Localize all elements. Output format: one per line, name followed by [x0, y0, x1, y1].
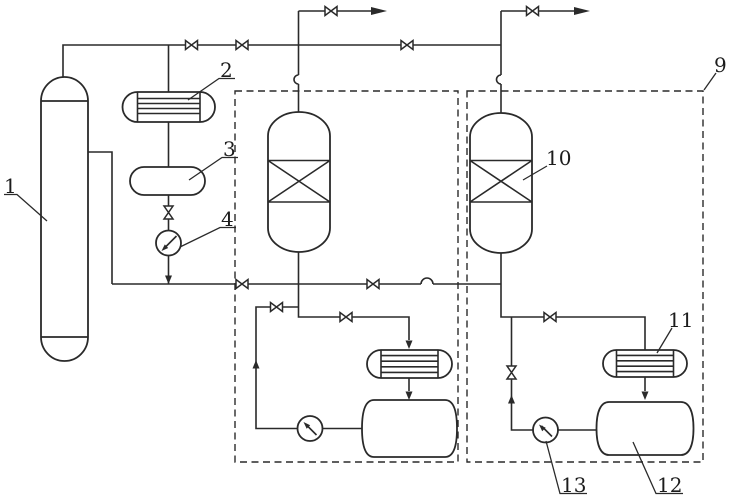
heat-exchanger-left	[366, 349, 453, 379]
callout-11-label: 11	[668, 308, 693, 332]
callout-2-label: 2	[220, 58, 233, 82]
pump-4	[155, 229, 182, 257]
callout-1-label: 1	[4, 174, 17, 198]
callout-4-label: 4	[221, 207, 234, 231]
reactor-left	[267, 111, 331, 253]
piping-lines	[62, 10, 646, 431]
valve-icon	[162, 5, 557, 380]
receiver-12	[595, 401, 695, 456]
distillation-column	[40, 76, 89, 362]
pump-left	[296, 415, 324, 442]
callout-9-label: 9	[714, 53, 727, 77]
heat-exchanger-2	[121, 91, 216, 123]
flow-arrow-icon	[165, 7, 649, 404]
callout-10-label: 10	[546, 146, 571, 170]
dashed-unit-box-left	[234, 90, 459, 463]
heat-exchanger-11	[602, 349, 688, 378]
receiver-left	[361, 399, 458, 458]
pump-13	[532, 416, 559, 444]
callout-13-label: 13	[561, 473, 586, 497]
drum-3	[129, 166, 206, 196]
reactor-10	[469, 112, 533, 254]
callout-3-label: 3	[223, 137, 236, 161]
dashed-unit-box-9	[466, 90, 704, 463]
callout-leader-lines	[4, 72, 717, 495]
callout-labels: 1 2 3 4 9 10 11 12 13	[4, 53, 727, 497]
callout-12-label: 12	[657, 473, 682, 497]
